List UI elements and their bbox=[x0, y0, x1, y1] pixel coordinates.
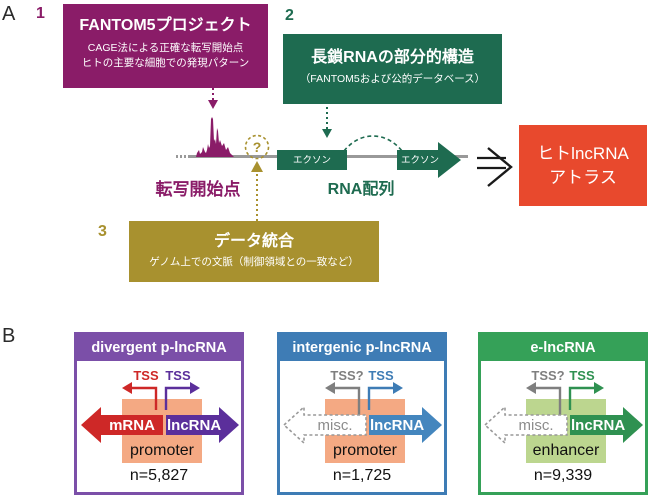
result-line2: アトラス bbox=[549, 167, 617, 187]
misc-arrow bbox=[483, 405, 568, 445]
intergenic-count: n=1,725 bbox=[332, 467, 392, 484]
double-arrow-chevron bbox=[487, 147, 513, 187]
elncrna-count: n=9,339 bbox=[533, 467, 593, 484]
step3-number: 3 bbox=[98, 223, 107, 240]
panel-b-label: B bbox=[2, 325, 16, 347]
mrna-label: mRNA bbox=[109, 417, 155, 434]
exon1-rect bbox=[277, 150, 347, 170]
intergenic-plncrna-header: intergenic p-lncRNA bbox=[280, 335, 444, 361]
tss-right-arrowhead bbox=[594, 382, 604, 394]
promoter-label: promoter bbox=[332, 442, 398, 459]
step1-subtitle-line2: ヒトの主要な細胞での発現パターン bbox=[81, 56, 250, 69]
tss-right-bent-arrow bbox=[367, 386, 393, 410]
tss-left-bent-arrow bbox=[335, 386, 361, 415]
tss-left-label: TSS? bbox=[531, 368, 565, 383]
tss-right-label: TSS bbox=[165, 368, 191, 383]
question-circle bbox=[244, 134, 270, 160]
rna-sequence-label: RNA配列 bbox=[327, 181, 395, 198]
lncrna-arrow bbox=[570, 407, 643, 443]
step2-title: 長鎖RNAの部分的構造 bbox=[311, 49, 474, 66]
cage-peaks bbox=[188, 117, 234, 157]
step2-subtitle: （FANTOM5および公的データベース） bbox=[299, 73, 486, 85]
divergent-plncrna-header: divergent p-lncRNA bbox=[77, 335, 241, 361]
result-line1: ヒトlncRNA bbox=[537, 143, 629, 163]
divergent-count: n=5,827 bbox=[129, 467, 189, 484]
tss-left-label: TSS? bbox=[330, 368, 364, 383]
step3-arrowhead bbox=[251, 161, 263, 172]
lncrna-label: lncRNA bbox=[167, 417, 222, 434]
step1-subtitle-line1: CAGE法による正確な転写開始点 bbox=[87, 42, 244, 54]
exon1-label: エクソン bbox=[292, 155, 331, 166]
tss-left-arrowhead bbox=[325, 382, 335, 394]
exon2-label: エクソン bbox=[400, 155, 439, 166]
mrna-arrow bbox=[81, 407, 163, 443]
tss-right-bent-arrow bbox=[164, 386, 190, 410]
step2-number: 2 bbox=[285, 7, 294, 24]
elncrna-box: e-lncRNA TSS? TSS misc. lncRNA enhancer … bbox=[478, 332, 648, 495]
step3-title: データ統合 bbox=[213, 233, 294, 250]
misc-label: misc. bbox=[317, 417, 353, 434]
elncrna-header: e-lncRNA bbox=[481, 335, 645, 361]
lncrna-arrow bbox=[166, 407, 239, 443]
tss-right-label: TSS bbox=[569, 368, 595, 383]
tss-right-arrowhead bbox=[190, 382, 200, 394]
promoter-label: promoter bbox=[129, 442, 195, 459]
divergent-plncrna-box: divergent p-lncRNA TSS TSS mRNA lncRNA p… bbox=[74, 332, 244, 495]
step1-box: FANTOM5プロジェクト CAGE法による正確な転写開始点 ヒトの主要な細胞で… bbox=[63, 4, 268, 88]
tss-right-arrowhead bbox=[393, 382, 403, 394]
panel-a-label: A bbox=[2, 3, 16, 25]
intergenic-plncrna-box: intergenic p-lncRNA TSS? TSS misc. lncRN… bbox=[277, 332, 447, 495]
step1-number: 1 bbox=[36, 5, 45, 22]
tss-left-label: TSS bbox=[133, 368, 159, 383]
step3-box: データ統合 ゲノム上での文脈（制御領域との一致など） bbox=[129, 221, 379, 282]
step1-title: FANTOM5プロジェクト bbox=[79, 17, 252, 34]
exon2-arrow bbox=[397, 142, 461, 178]
misc-label: misc. bbox=[518, 417, 554, 434]
result-box: ヒトlncRNA アトラス bbox=[519, 125, 647, 206]
tss-right-bent-arrow bbox=[568, 386, 594, 410]
intergenic-arrows-graphic bbox=[282, 382, 442, 445]
splice-arc bbox=[343, 135, 403, 152]
tss-left-arrowhead bbox=[122, 382, 132, 394]
lncrna-label: lncRNA bbox=[370, 417, 425, 434]
step1-arrowhead bbox=[208, 100, 218, 109]
tss-left-bent-arrow bbox=[132, 386, 158, 410]
tss-left-arrowhead bbox=[526, 382, 536, 394]
tss-site-label: 転写開始点 bbox=[155, 180, 241, 199]
step2-box: 長鎖RNAの部分的構造 （FANTOM5および公的データベース） bbox=[283, 34, 502, 104]
step3-subtitle: ゲノム上での文脈（制御領域との一致など） bbox=[149, 256, 359, 268]
elncrna-arrows-graphic bbox=[483, 382, 643, 445]
divergent-arrows-graphic bbox=[81, 382, 239, 443]
misc-arrow bbox=[282, 405, 367, 445]
lncrna-label: lncRNA bbox=[571, 417, 626, 434]
question-mark: ? bbox=[252, 139, 262, 155]
enhancer-label: enhancer bbox=[532, 442, 600, 459]
tss-left-bent-arrow bbox=[536, 386, 562, 415]
lncrna-arrow bbox=[369, 407, 442, 443]
step2-arrowhead bbox=[322, 129, 332, 138]
tss-right-label: TSS bbox=[368, 368, 394, 383]
